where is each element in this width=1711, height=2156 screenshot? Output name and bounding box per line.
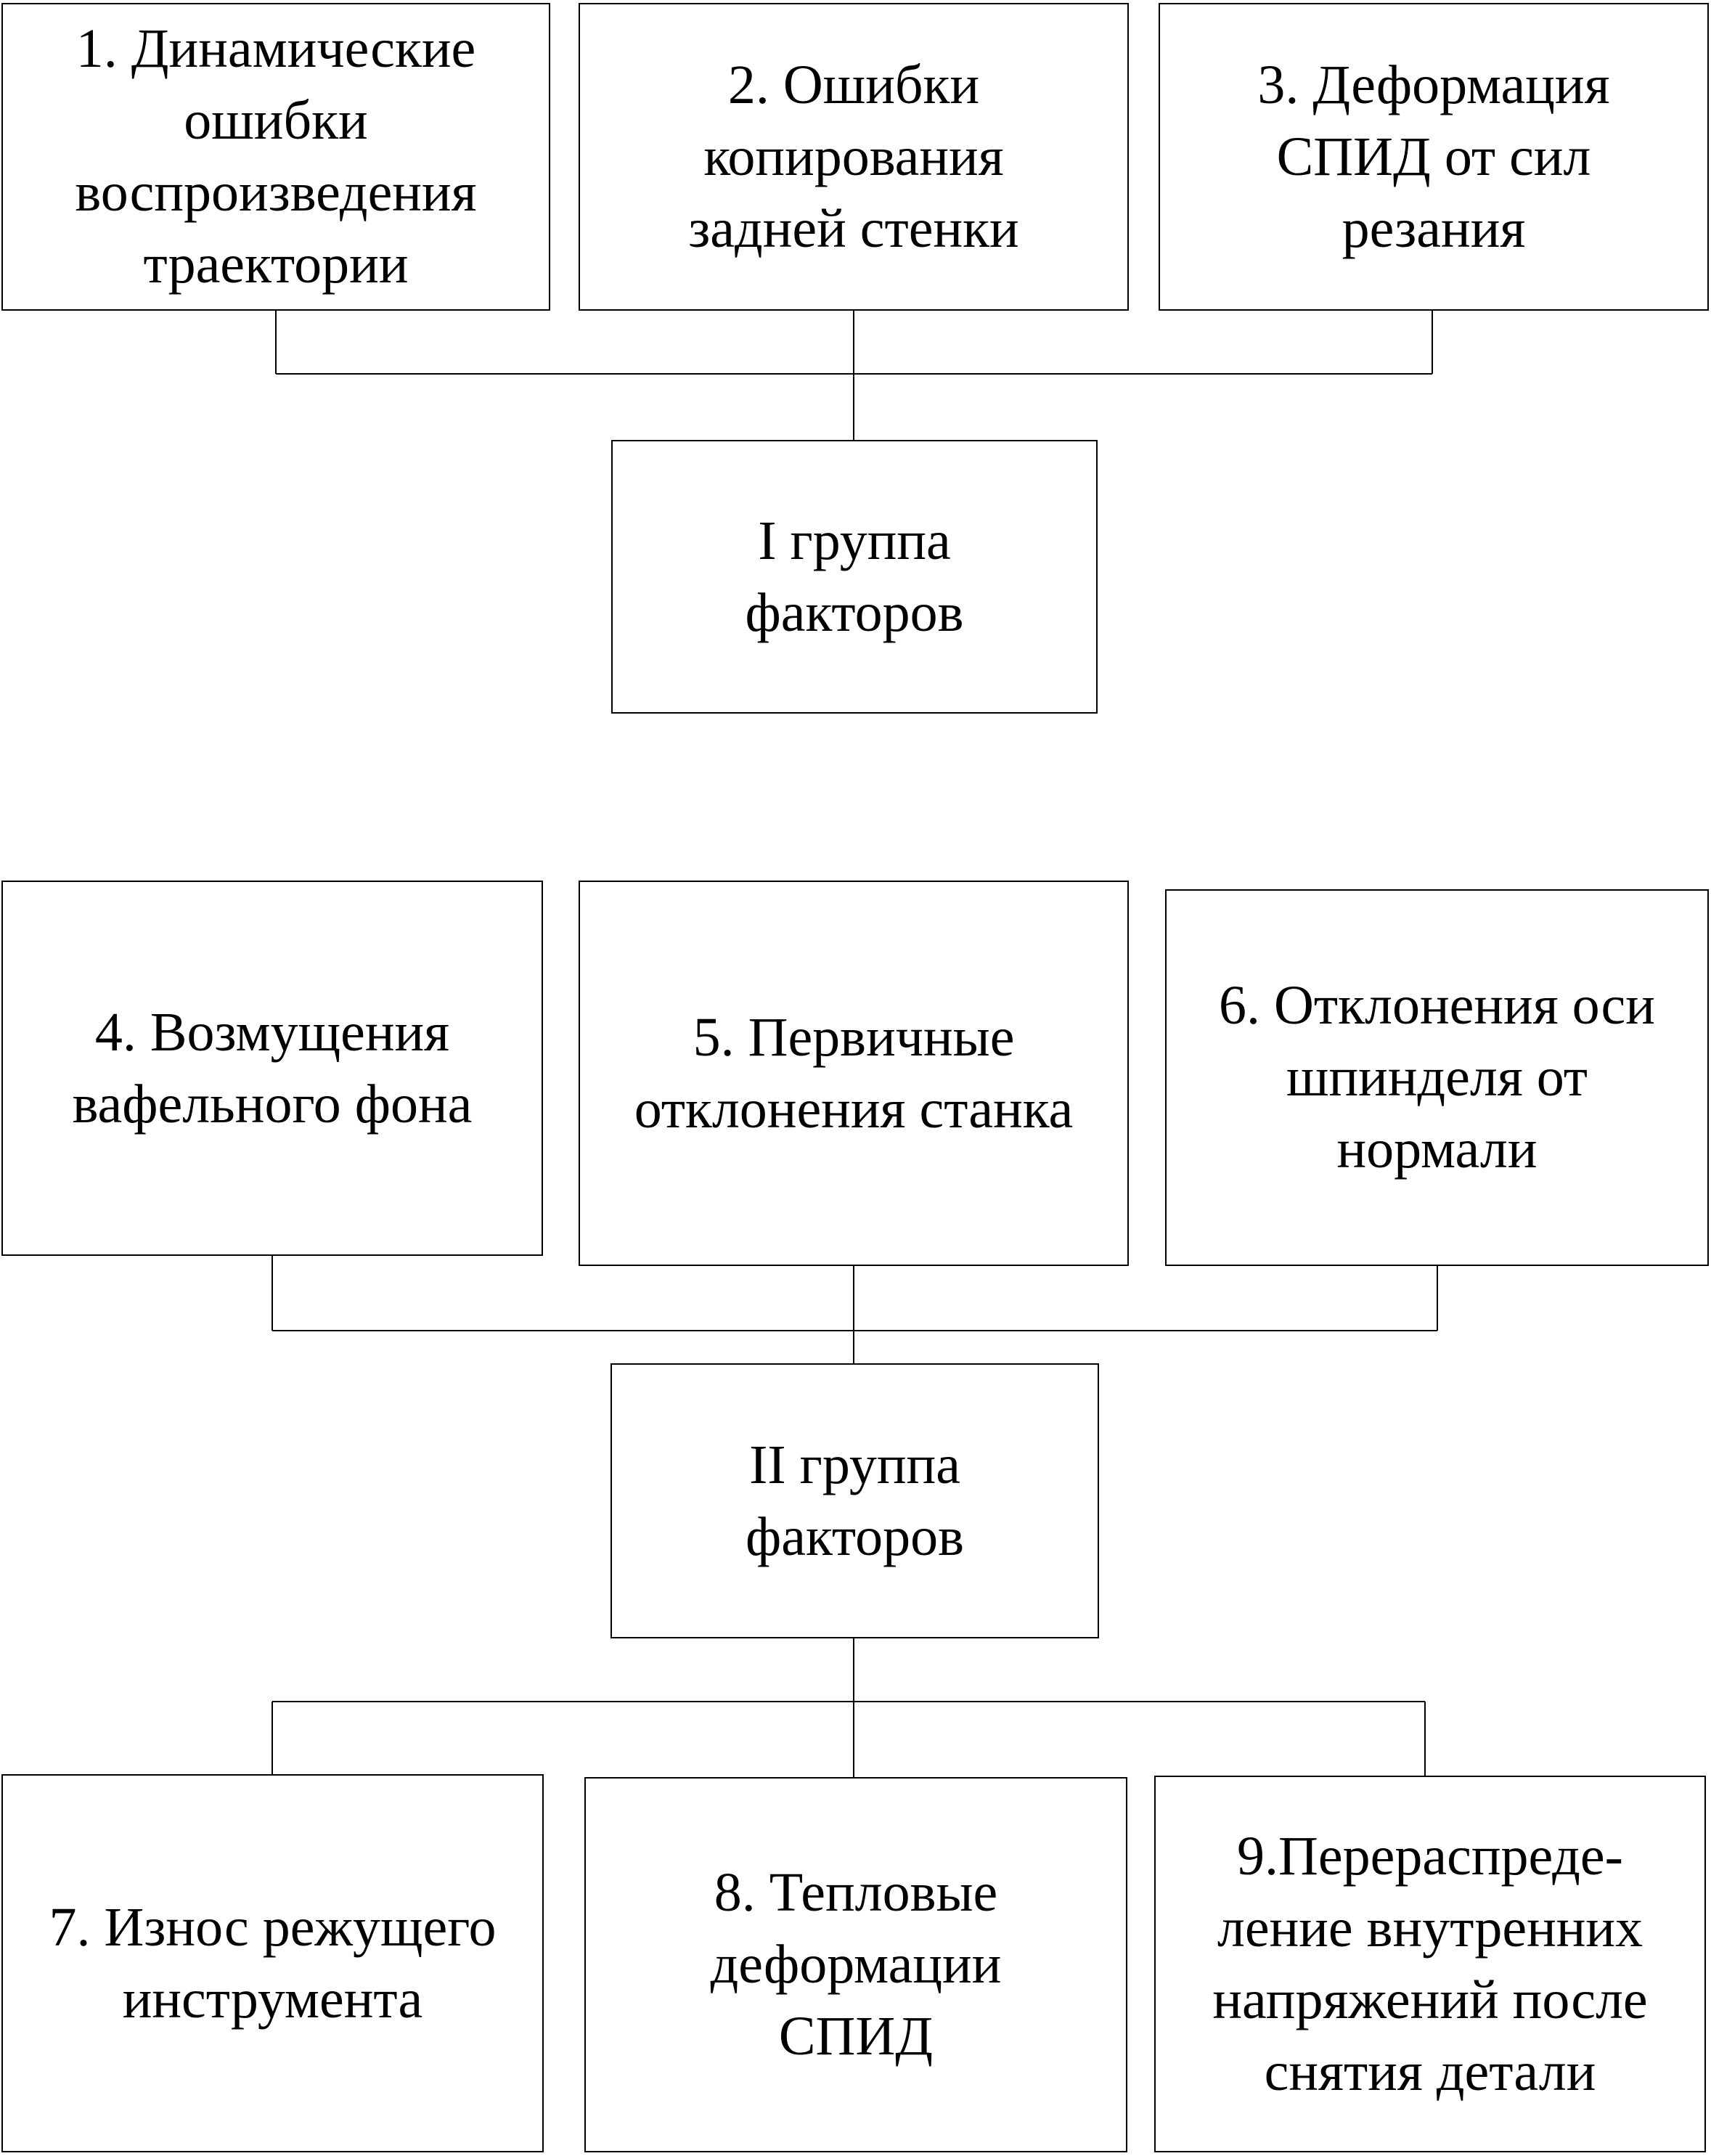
factor-box-8: 8. Тепловые деформации СПИД	[584, 1777, 1127, 2152]
group-2-box: II группа факторов	[611, 1363, 1099, 1638]
factor-box-9: 9.Перераспреде- ление внутренних напряже…	[1154, 1776, 1706, 2152]
factor-label-4: 4. Возмущения вафельного фона	[72, 1001, 473, 1135]
factor-box-3: 3. Деформация СПИД от сил резания	[1159, 3, 1709, 311]
group-1-box: I группа факторов	[611, 440, 1098, 714]
factor-box-5: 5. Первичные отклонения станка	[579, 881, 1129, 1266]
group-1-label: I группа факторов	[745, 510, 964, 643]
factor-box-7: 7. Износ режущего инструмента	[1, 1774, 544, 2152]
factor-box-4: 4. Возмущения вафельного фона	[1, 881, 543, 1256]
factor-label-8: 8. Тепловые деформации СПИД	[710, 1862, 1002, 2067]
factor-label-1: 1. Динамические ошибки воспроизведения т…	[75, 18, 477, 295]
group-2-label: II группа факторов	[746, 1434, 964, 1567]
factor-label-3: 3. Деформация СПИД от сил резания	[1257, 54, 1610, 259]
factor-box-2: 2. Ошибки копирования задней стенки	[579, 3, 1129, 311]
factor-box-1: 1. Динамические ошибки воспроизведения т…	[1, 3, 550, 311]
factor-label-5: 5. Первичные отклонения станка	[634, 1006, 1074, 1140]
factor-box-6: 6. Отклонения оси шпинделя от нормали	[1165, 889, 1709, 1266]
factor-label-6: 6. Отклонения оси шпинделя от нормали	[1219, 975, 1655, 1180]
factor-label-9: 9.Перераспреде- ление внутренних напряже…	[1212, 1825, 1648, 2102]
factor-label-7: 7. Износ режущего инструмента	[49, 1896, 497, 2030]
factor-label-2: 2. Ошибки копирования задней стенки	[688, 54, 1019, 259]
